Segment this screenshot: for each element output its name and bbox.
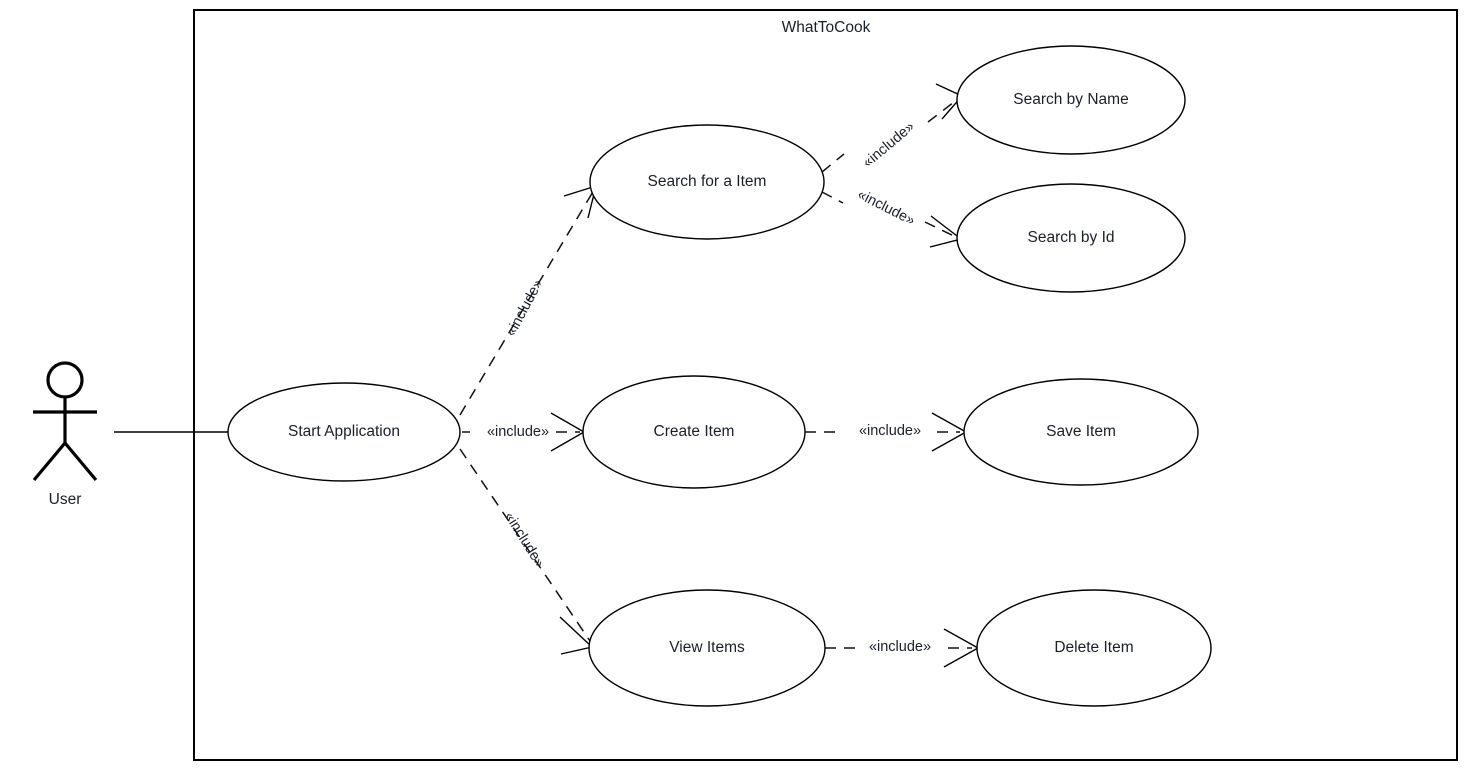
include-start-application-search-for-a-item[interactable]: «include» bbox=[459, 184, 597, 416]
include-view-items-delete-item[interactable]: «include» bbox=[825, 628, 980, 668]
include-label-start-search: «include» bbox=[503, 277, 546, 339]
use-case-label-save-item: Save Item bbox=[1046, 423, 1116, 440]
use-case-search-by-id[interactable]: Search by Id bbox=[956, 183, 1186, 293]
use-case-label-view-items: View Items bbox=[669, 639, 745, 656]
include-line-start-view bbox=[459, 448, 593, 645]
use-case-ellipse bbox=[582, 375, 806, 489]
include-create-item-save-item[interactable]: «include» bbox=[805, 412, 968, 452]
actor-label-user: User bbox=[49, 491, 82, 508]
include-search-for-a-item-search-by-id[interactable]: «include» bbox=[821, 187, 963, 248]
system-boundary-title: WhatToCook bbox=[782, 19, 871, 36]
include-label-search-name: «include» bbox=[860, 119, 918, 171]
use-case-label-search-by-id: Search by Id bbox=[1027, 229, 1114, 246]
use-case-label-search-for-a-item: Search for a Item bbox=[648, 173, 767, 190]
use-case-label-create-item: Create Item bbox=[654, 423, 735, 440]
use-case-label-search-by-name: Search by Name bbox=[1013, 91, 1128, 108]
include-label-create-save: «include» bbox=[859, 423, 921, 439]
actor-left-leg-line bbox=[32, 441, 67, 482]
include-arrowhead-start-view bbox=[559, 616, 594, 655]
use-case-ellipse bbox=[963, 378, 1199, 486]
include-line-search-id-b bbox=[924, 221, 959, 239]
use-case-label-delete-item: Delete Item bbox=[1054, 639, 1133, 656]
use-case-delete-item[interactable]: Delete Item bbox=[976, 589, 1212, 707]
use-case-create-item[interactable]: Create Item bbox=[582, 375, 806, 489]
include-line-search-name-b bbox=[927, 98, 959, 123]
use-case-ellipse bbox=[227, 382, 461, 482]
include-label-start-create: «include» bbox=[487, 424, 549, 440]
use-case-save-item[interactable]: Save Item bbox=[963, 378, 1199, 486]
use-case-search-by-name[interactable]: Search by Name bbox=[956, 45, 1186, 155]
use-case-ellipse bbox=[588, 589, 826, 707]
use-case-ellipse bbox=[956, 45, 1186, 155]
actor-right-leg-line bbox=[63, 441, 98, 482]
include-line-start-search bbox=[459, 189, 595, 416]
include-label-view-delete: «include» bbox=[869, 639, 931, 655]
actor-user[interactable]: User bbox=[32, 361, 98, 508]
use-case-ellipse bbox=[589, 124, 825, 240]
use-case-label-start-application: Start Application bbox=[288, 423, 400, 440]
use-case-start-application[interactable]: Start Application bbox=[227, 382, 461, 482]
use-case-ellipse bbox=[956, 183, 1186, 293]
include-search-for-a-item-search-by-name[interactable]: «include» bbox=[821, 83, 964, 173]
include-line-search-name-a bbox=[821, 153, 845, 173]
use-case-ellipse bbox=[976, 589, 1212, 707]
system-boundary-rect bbox=[193, 9, 1458, 761]
include-start-application-view-items[interactable]: «include» bbox=[459, 448, 594, 655]
include-start-application-create-item[interactable]: «include» bbox=[462, 412, 586, 452]
include-line-search-id-a bbox=[821, 191, 844, 204]
actor-head-icon bbox=[46, 361, 84, 399]
use-case-view-items[interactable]: View Items bbox=[588, 589, 826, 707]
include-label-search-id: «include» bbox=[855, 187, 918, 229]
include-label-start-view: «include» bbox=[501, 509, 547, 570]
use-case-search-for-a-item[interactable]: Search for a Item bbox=[589, 124, 825, 240]
